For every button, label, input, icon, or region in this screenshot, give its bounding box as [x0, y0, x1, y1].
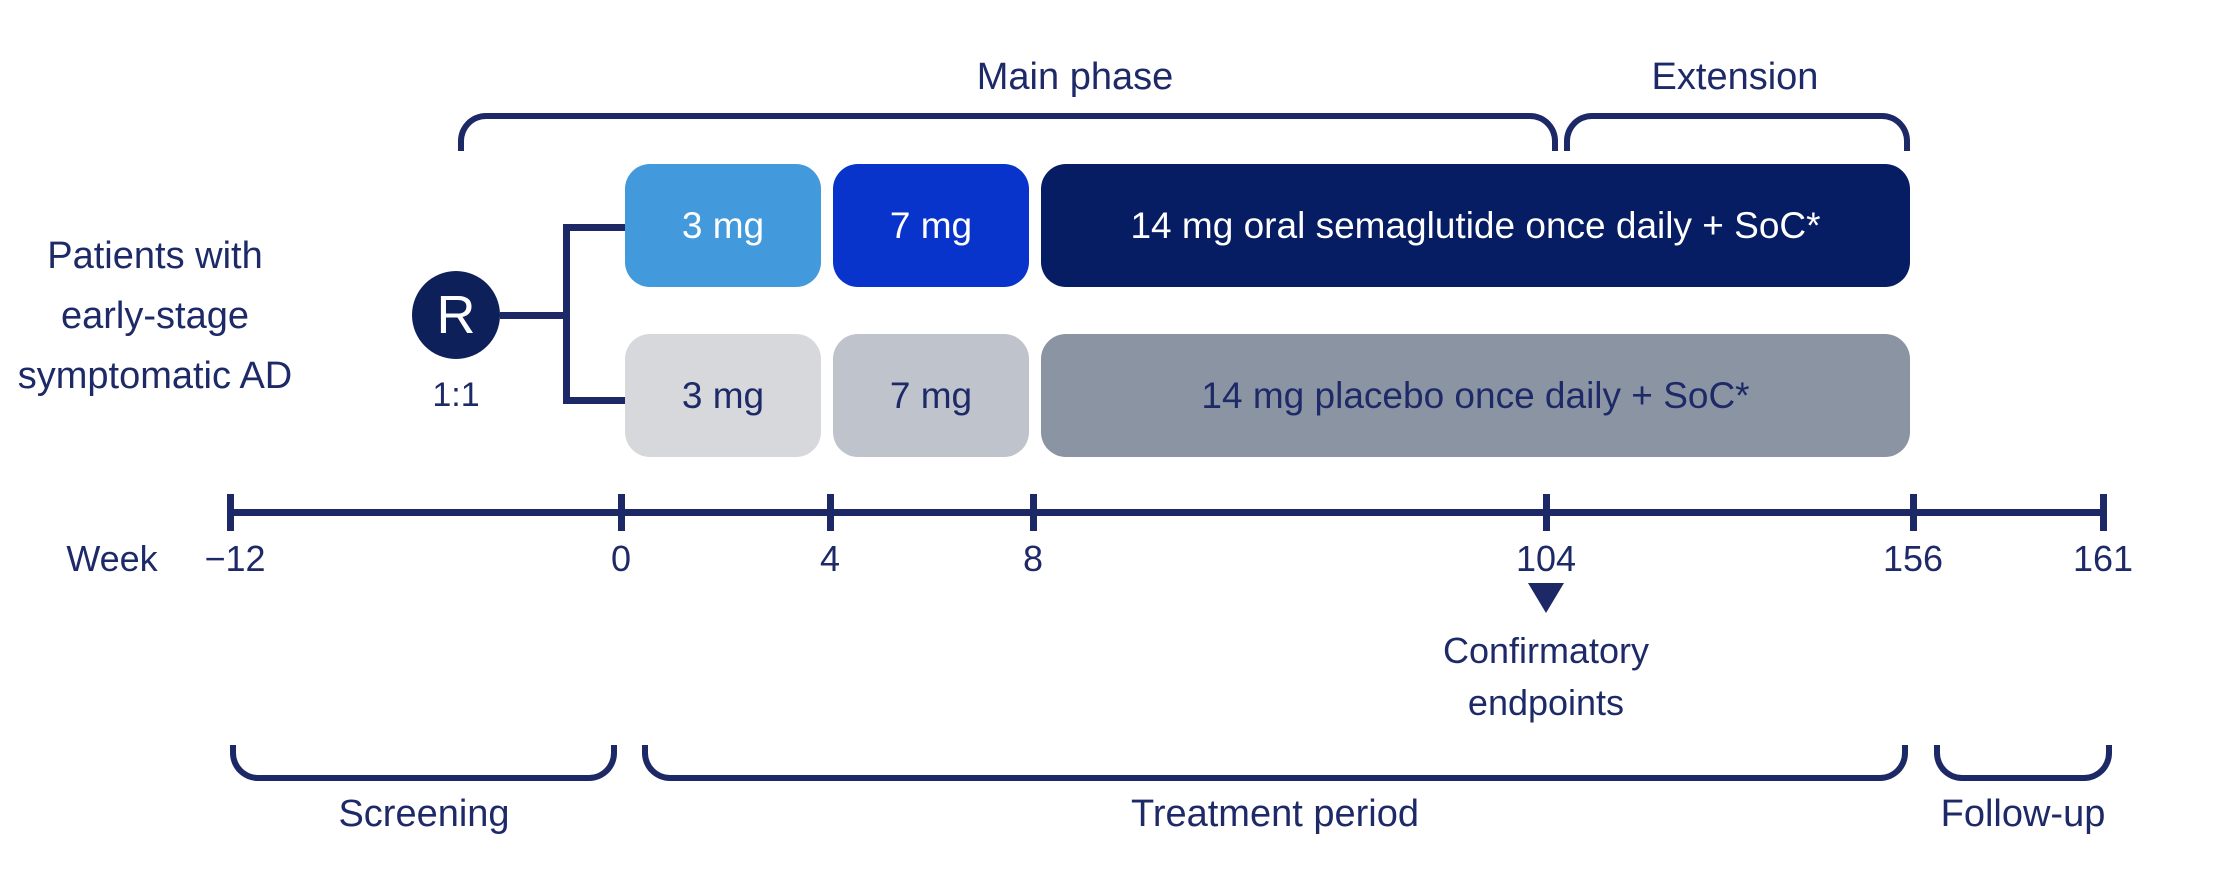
tick-label-156: 156	[1882, 538, 1944, 579]
semaglutide-7mg-box: 7 mg	[833, 164, 1029, 287]
semaglutide-14mg-label: 14 mg oral semaglutide once daily + SoC*	[1130, 204, 1821, 246]
placebo-3mg-label: 3 mg	[681, 374, 765, 416]
placebo-14mg-box: 14 mg placebo once daily + SoC*	[1041, 334, 1910, 457]
randomization-symbol: R	[436, 285, 476, 345]
placebo-3mg-box: 3 mg	[625, 334, 821, 457]
randomization-ratio: 1:1	[432, 376, 480, 414]
tick-label-0: 0	[610, 538, 632, 579]
tick-week-0	[618, 494, 625, 531]
placebo-14mg-label: 14 mg placebo once daily + SoC*	[1201, 374, 1750, 416]
connector-to-semaglutide-arm	[563, 224, 625, 231]
semaglutide-3mg-box: 3 mg	[625, 164, 821, 287]
population-label: Patients with early-stage symptomatic AD	[17, 235, 293, 397]
tick-label-104: 104	[1515, 538, 1577, 579]
semaglutide-7mg-label: 7 mg	[889, 204, 973, 246]
connector-vertical	[563, 224, 570, 404]
followup-label: Follow-up	[1940, 793, 2106, 835]
tick-label-minus12: −12	[204, 538, 266, 579]
tick-week-8	[1030, 494, 1037, 531]
extension-brace	[1564, 113, 1910, 151]
timeline-axis	[230, 509, 2103, 516]
tick-label-161: 161	[2072, 538, 2134, 579]
connector-to-placebo-arm	[563, 397, 625, 404]
screening-brace	[230, 745, 617, 781]
placebo-7mg-box: 7 mg	[833, 334, 1029, 457]
tick-week-161	[2100, 494, 2107, 531]
main-phase-label: Main phase	[976, 56, 1174, 98]
semaglutide-14mg-box: 14 mg oral semaglutide once daily + SoC*	[1041, 164, 1910, 287]
tick-week-104	[1543, 494, 1550, 531]
placebo-7mg-label: 7 mg	[889, 374, 973, 416]
confirmatory-endpoints-label: Confirmatory endpoints	[1442, 630, 1650, 723]
followup-brace	[1934, 745, 2112, 781]
extension-label: Extension	[1651, 56, 1819, 98]
tick-label-8: 8	[1022, 538, 1044, 579]
confirmatory-endpoints-arrow-icon	[1528, 583, 1564, 613]
screening-label: Screening	[338, 793, 510, 835]
tick-label-4: 4	[819, 538, 841, 579]
connector-horizontal-from-r	[500, 312, 566, 319]
treatment-period-label: Treatment period	[1131, 793, 1419, 835]
semaglutide-3mg-label: 3 mg	[681, 204, 765, 246]
tick-week-156	[1910, 494, 1917, 531]
main-phase-brace	[458, 113, 1558, 151]
week-axis-label: Week	[66, 538, 158, 579]
treatment-period-brace	[642, 745, 1908, 781]
tick-week-4	[827, 494, 834, 531]
tick-week-minus12	[227, 494, 234, 531]
randomization-circle: R	[412, 271, 500, 359]
